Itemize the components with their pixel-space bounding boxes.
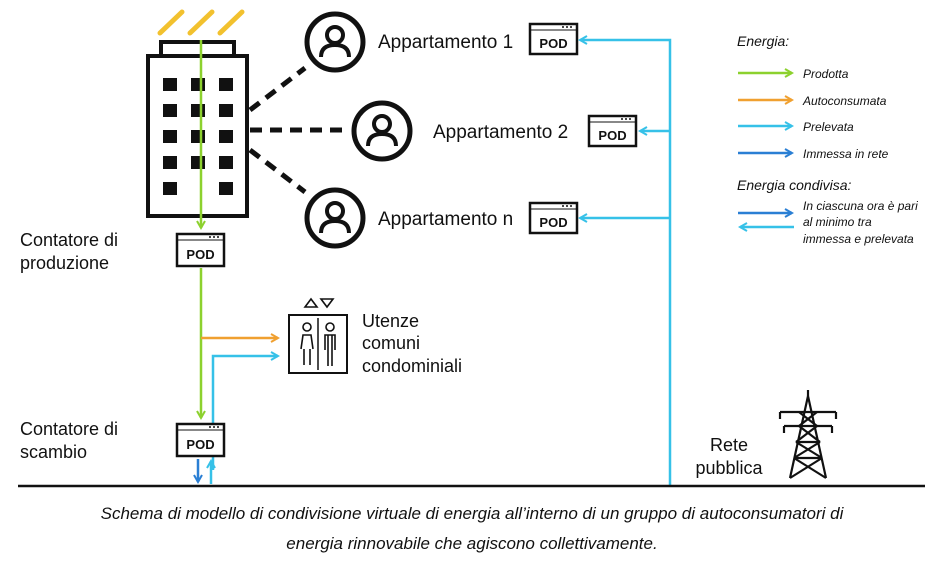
pod-meter-exchange: POD	[175, 422, 226, 458]
legend-item-prelevata: Prelevata	[803, 120, 854, 134]
power-pylon-icon	[778, 390, 838, 479]
person-icon	[351, 100, 413, 162]
pod-label: POD	[186, 247, 214, 262]
building-icon	[146, 40, 249, 218]
legend: Energia: Prodotta Autoconsumata Prelevat…	[737, 33, 918, 246]
pod-meter-production: POD	[175, 232, 226, 268]
pod-label: POD	[539, 215, 567, 230]
person-icon	[304, 11, 366, 73]
exchange-meter-label-line2: scambio	[20, 442, 87, 462]
apartment-1-label: Appartamento 1	[378, 32, 513, 53]
production-meter-label-line2: produzione	[20, 253, 109, 273]
solar-panels-icon	[157, 9, 245, 36]
legend-shared-title: Energia condivisa:	[737, 177, 852, 193]
pod-label: POD	[539, 36, 567, 51]
public-grid-label-line2: pubblica	[695, 458, 763, 478]
common-utilities-label-line3: condominiali	[362, 356, 462, 376]
legend-title: Energia:	[737, 33, 789, 49]
elevator-users-icon	[288, 297, 348, 374]
production-meter-label-line1: Contatore di	[20, 230, 118, 250]
legend-shared-line2: al minimo tra	[803, 215, 872, 229]
legend-item-immessa: Immessa in rete	[803, 147, 889, 161]
common-utilities-label-line2: comuni	[362, 333, 420, 353]
legend-shared-line1: In ciascuna ora è pari	[803, 199, 918, 213]
public-grid-label-line1: Rete	[710, 435, 748, 455]
apartment-links	[248, 66, 350, 194]
caption-line2: energia rinnovabile che agiscono collett…	[286, 534, 657, 553]
pod-meter-apartment-1: POD	[528, 22, 579, 56]
apartment-n-label: Appartamento n	[378, 209, 513, 230]
legend-item-autoconsumata: Autoconsumata	[802, 94, 887, 108]
person-icon	[304, 187, 366, 249]
legend-shared-line3: immessa e prelevata	[803, 232, 914, 246]
legend-item-prodotta: Prodotta	[803, 67, 849, 81]
pod-label: POD	[598, 128, 626, 143]
pod-label: POD	[186, 437, 214, 452]
common-utilities-label-line1: Utenze	[362, 311, 419, 331]
pod-meter-apartment-n: POD	[528, 201, 579, 235]
pod-meter-apartment-2: POD	[587, 114, 638, 148]
grid-supply-lines	[580, 40, 672, 485]
apartment-2-label: Appartamento 2	[433, 122, 568, 143]
exchange-meter-label-line1: Contatore di	[20, 419, 118, 439]
caption-line1: Schema di modello di condivisione virtua…	[101, 504, 845, 523]
